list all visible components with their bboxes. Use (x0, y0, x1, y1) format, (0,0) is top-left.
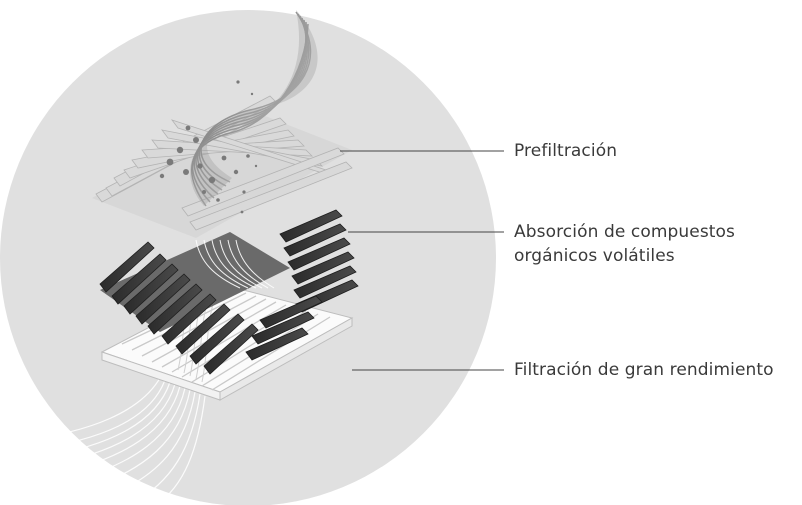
label-voc-absorption-line1: Absorción de compuestos (514, 222, 736, 242)
smoke-stream (191, 11, 312, 207)
label-voc-absorption: Absorción de compuestos orgánicos voláti… (514, 220, 735, 268)
smoke-plume-core (190, 10, 318, 206)
label-voc-absorption-line2: orgánicos volátiles (514, 246, 675, 266)
carbon-filter-layer (99, 209, 359, 375)
pollutant-particles (159, 80, 258, 214)
leader-lines (340, 150, 504, 371)
clean-air-outflow (23, 377, 206, 505)
label-high-performance-filtration: Filtración de gran rendimiento (514, 360, 774, 380)
label-prefiltration: Prefiltración (514, 141, 618, 161)
